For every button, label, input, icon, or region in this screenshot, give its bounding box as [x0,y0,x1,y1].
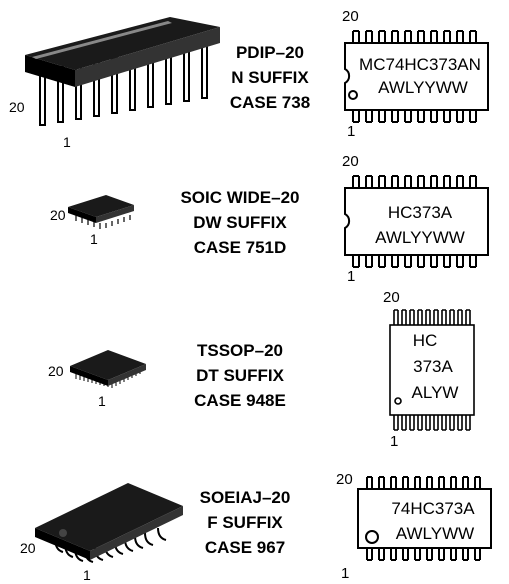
label-line: DW SUFFIX [193,213,287,232]
tssop-marking-pin-1: 1 [390,433,399,450]
soic-marking-pin-20: 20 [342,153,359,170]
tssop-marking-pin-20: 20 [383,289,400,306]
tssop-chip-pin-20: 20 [48,363,64,379]
pdip-marking-pin-20: 20 [342,8,359,25]
pdip-marking-pin-1: 1 [347,123,356,140]
tssop-package-label: TSSOP–20 DT SUFFIX CASE 948E [175,338,305,413]
soeiaj-marking-diagram [357,476,492,561]
soic-chip-drawing [68,195,134,229]
soic-package-label: SOIC WIDE–20 DW SUFFIX CASE 751D [155,185,325,260]
soic-marking-line-1: HC373A [387,203,453,222]
soeiaj-marking-pin-1: 1 [341,565,350,582]
soic-chip-pin-20: 20 [50,207,66,223]
soeiaj-chip-pin-1: 1 [83,567,91,583]
pdip-chip-pin-20: 20 [9,99,25,115]
soeiaj-chip-drawing [35,483,183,563]
label-line: TSSOP–20 [197,341,283,360]
tssop-marking-line-3: ALYW [411,383,459,402]
label-line: CASE 738 [229,93,311,112]
soic-chip-pin-1: 1 [90,231,98,247]
label-line: CASE 751D [193,238,287,257]
soic-marking-pin-1: 1 [347,268,356,285]
tssop-marking-diagram [389,309,475,431]
soeiaj-chip-pin-20: 20 [20,540,36,556]
tssop-marking-line-2: 373A [413,357,453,376]
label-line: SOEIAJ–20 [199,488,291,507]
pdip-marking-diagram [344,30,489,123]
soic-marking-line-2: AWLYYWW [375,228,465,247]
pdip-chip-pin-1: 1 [63,134,71,150]
soeiaj-marking-pin-20: 20 [336,471,353,488]
label-line: N SUFFIX [231,68,309,87]
tssop-chip-drawing [70,350,146,388]
pdip-chip-drawing [25,17,220,126]
soeiaj-marking-line-2: AWLYWW [395,524,475,543]
pdip-marking-line-1: MC74HC373AN [359,55,481,74]
pdip-marking-line-2: AWLYYWW [378,78,468,97]
soeiaj-marking-line-1: 74HC373A [391,499,475,518]
soeiaj-package-label: SOEIAJ–20 F SUFFIX CASE 967 [185,485,305,560]
tssop-chip-pin-1: 1 [98,393,106,409]
label-line: DT SUFFIX [196,366,284,385]
label-line: CASE 967 [204,538,286,557]
label-line: SOIC WIDE–20 [180,188,300,207]
label-line: PDIP–20 [235,43,305,62]
tssop-marking-line-1: HC [412,331,438,350]
label-line: CASE 948E [194,391,286,410]
pdip-package-label: PDIP–20 N SUFFIX CASE 738 [220,40,320,115]
soic-marking-diagram [344,175,489,268]
label-line: F SUFFIX [207,513,283,532]
